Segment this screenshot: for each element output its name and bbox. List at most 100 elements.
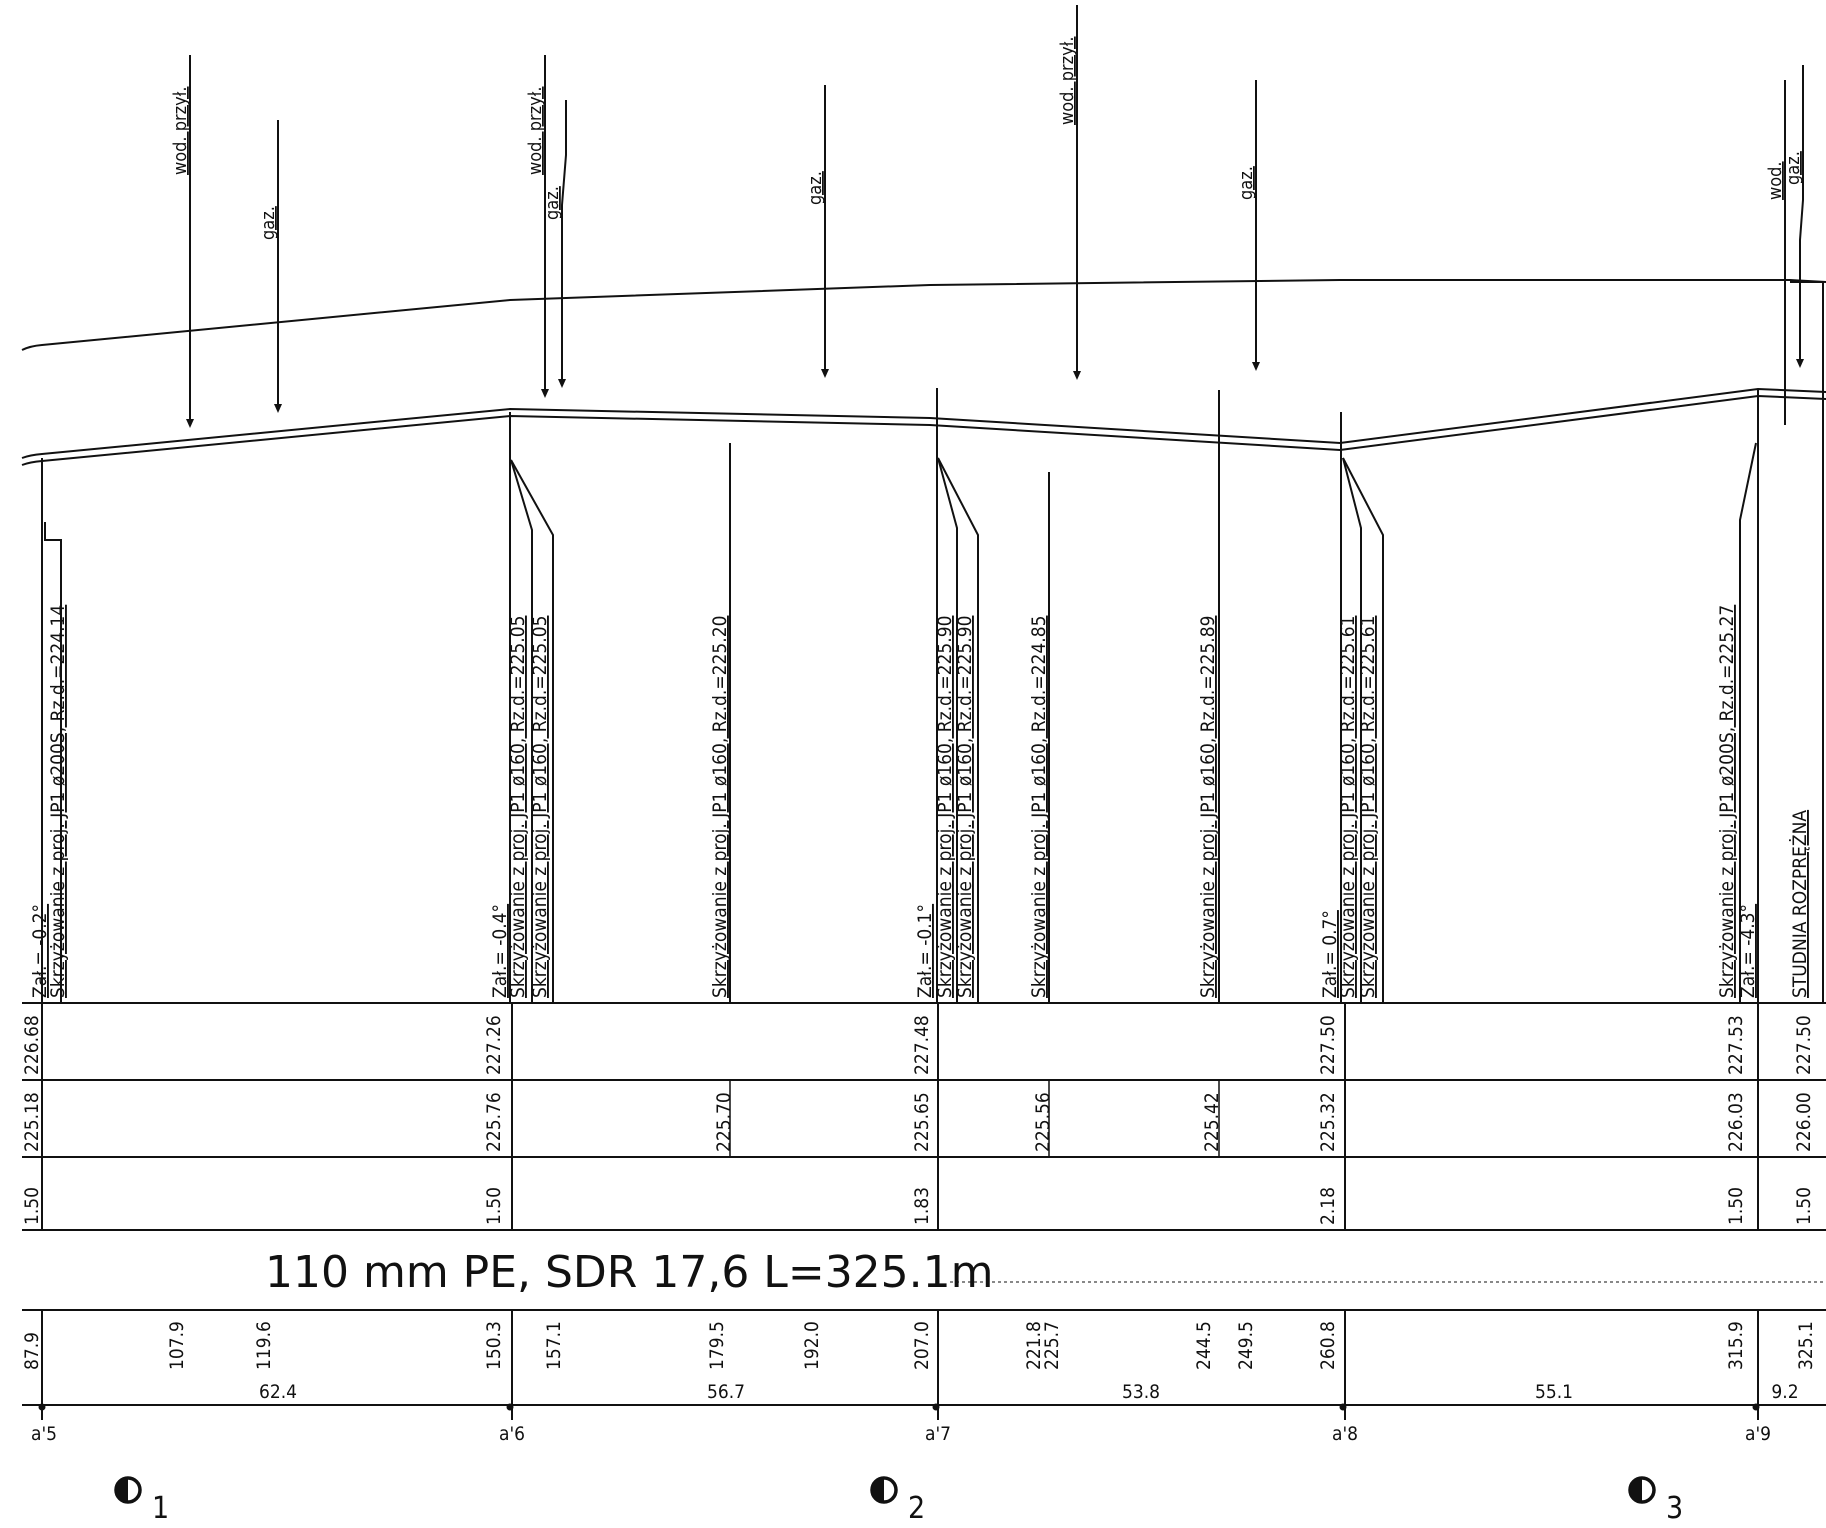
half-circle-icon xyxy=(114,1476,142,1504)
chainage-value: 157.1 xyxy=(543,1321,565,1370)
crossing-annotation: Skrzyżowanie z proj. JP1 ø160, Rz.d.=225… xyxy=(709,616,731,998)
arrow-head xyxy=(558,379,566,388)
utility-label: gaz. xyxy=(1236,166,1257,200)
row-pipe-value: 225.32 xyxy=(1317,1092,1339,1152)
chainage-value: 119.6 xyxy=(253,1321,275,1370)
row-pipe-value: 225.65 xyxy=(911,1092,933,1152)
row-ground-value: 227.26 xyxy=(483,1015,505,1075)
node-point xyxy=(932,1403,940,1411)
row-ground-value: 226.68 xyxy=(21,1015,43,1075)
crossing-annotation: Zał.= -0.4° xyxy=(489,904,511,998)
utility-label: gaz. xyxy=(805,171,826,205)
segment-length: 53.8 xyxy=(1122,1381,1160,1403)
row-pipe-value: 225.76 xyxy=(483,1092,505,1152)
crossing-annotation: Zał.= -0.1° xyxy=(914,904,936,998)
segment-length: 55.1 xyxy=(1535,1381,1573,1403)
node-label: a'9 xyxy=(1745,1423,1771,1445)
node-point xyxy=(1752,1403,1760,1411)
leader-line xyxy=(1342,457,1362,1003)
pipe-label: 110 mm PE, SDR 17,6 L=325.1m xyxy=(265,1247,994,1298)
leader-line xyxy=(937,457,979,1003)
chainage-value: 87.9 xyxy=(21,1332,43,1370)
node-point xyxy=(38,1403,46,1411)
arrow-head xyxy=(1252,362,1260,371)
crossing-annotation: Zał.= -4.3° xyxy=(1737,904,1759,998)
half-circle-icon xyxy=(870,1476,898,1504)
pipe-bottom-line xyxy=(21,394,1826,466)
utility-label: wod. przył. xyxy=(170,87,191,175)
row-depth-value: 1.50 xyxy=(1793,1187,1815,1225)
utility-label: wod. przył. xyxy=(525,87,546,175)
row-depth-value: 1.50 xyxy=(483,1187,505,1225)
chainage-value: 207.0 xyxy=(911,1321,933,1370)
row-pipe-value: 225.70 xyxy=(713,1092,735,1152)
chainage-value: 107.9 xyxy=(166,1321,188,1370)
row-ground-value: 227.50 xyxy=(1317,1015,1339,1075)
node-label: a'8 xyxy=(1332,1423,1358,1445)
node-point xyxy=(1339,1403,1347,1411)
crossing-annotations: Zał.= -0.2°Skrzyżowanie z proj. JP1 ø200… xyxy=(29,605,1811,998)
row-ground-value: 227.50 xyxy=(1793,1015,1815,1075)
crossing-annotation: STUDNIA ROZPRĘŻNA xyxy=(1788,810,1811,998)
utility-lines xyxy=(186,5,1804,428)
crossing-annotation: Skrzyżowanie z proj. JP1 ø200S, Rz.d.=22… xyxy=(47,605,69,998)
row-pipe-value: 225.42 xyxy=(1201,1092,1223,1152)
utility-label: gaz. xyxy=(542,186,563,220)
row-ground-value: 227.48 xyxy=(911,1015,933,1075)
arrow-head xyxy=(274,404,282,413)
chainage-value: 192.0 xyxy=(801,1321,823,1370)
leader-line xyxy=(937,457,958,1003)
arrow-head xyxy=(1073,371,1081,380)
node-label: a'5 xyxy=(31,1423,57,1445)
utility-label: wod. xyxy=(1765,161,1786,200)
chainage-value: 221.8 xyxy=(1023,1321,1045,1370)
leader-line xyxy=(1342,457,1384,1003)
segment-length: 56.7 xyxy=(707,1381,745,1403)
chainage-value: 325.1 xyxy=(1795,1321,1817,1370)
crossing-annotation: Skrzyżowanie z proj. JP1 ø160, Rz.d.=225… xyxy=(1337,616,1359,998)
utility-label: gaz. xyxy=(1783,151,1804,185)
crossing-annotation: Zał.= -0.2° xyxy=(29,904,51,998)
pipe-top-line xyxy=(21,387,1826,459)
utility-label: wod. przył. xyxy=(1057,37,1078,125)
segment-length: 62.4 xyxy=(259,1381,297,1403)
crossing-annotation: Skrzyżowanie z proj. JP1 ø160, Rz.d.=225… xyxy=(1357,616,1379,998)
arrow-head xyxy=(821,369,829,378)
leader-line xyxy=(1739,442,1757,1003)
chainage-value: 244.5 xyxy=(1193,1321,1215,1370)
node-point xyxy=(506,1403,514,1411)
chainage-value: 225.7 xyxy=(1041,1321,1063,1370)
row-pipe-value: 225.56 xyxy=(1032,1092,1054,1152)
crossing-annotation: Zał.= 0.7° xyxy=(1319,910,1341,998)
row-pipe-value: 226.00 xyxy=(1793,1092,1815,1152)
well-marker-number: 2 xyxy=(908,1491,925,1526)
utility-line xyxy=(1799,65,1804,365)
crossing-annotation: Skrzyżowanie z proj. JP1 ø160, Rz.d.=225… xyxy=(529,616,551,998)
crossing-annotation: Skrzyżowanie z proj. JP1 ø160, Rz.d.=225… xyxy=(507,616,529,998)
leader-line xyxy=(44,522,62,1003)
well-marker-number: 1 xyxy=(152,1491,169,1526)
annotation-leaders xyxy=(41,281,1824,1003)
chainage-value: 179.5 xyxy=(706,1321,728,1370)
row-pipe-value: 226.03 xyxy=(1725,1092,1747,1152)
row-pipe-value: 225.18 xyxy=(21,1092,43,1152)
utility-line xyxy=(561,100,567,385)
half-circle-icon xyxy=(1628,1476,1656,1504)
ground-line xyxy=(21,279,1826,351)
arrow-head xyxy=(1796,359,1804,368)
arrow-head xyxy=(541,389,549,398)
row-depth-value: 1.50 xyxy=(21,1187,43,1225)
crossing-annotation: Skrzyżowanie z proj. JP1 ø160, Rz.d.=225… xyxy=(1197,616,1219,998)
segment-length: 9.2 xyxy=(1771,1381,1798,1403)
chainage-value: 315.9 xyxy=(1725,1321,1747,1370)
crossing-annotation: Skrzyżowanie z proj. JP1 ø160, Rz.d.=224… xyxy=(1028,616,1050,998)
row-depth-value: 2.18 xyxy=(1317,1187,1339,1225)
crossing-annotation: Skrzyżowanie z proj. JP1 ø160, Rz.d.=225… xyxy=(934,616,956,998)
crossing-annotation: Skrzyżowanie z proj. JP1 ø160, Rz.d.=225… xyxy=(954,616,976,998)
leader-line xyxy=(510,459,533,1003)
